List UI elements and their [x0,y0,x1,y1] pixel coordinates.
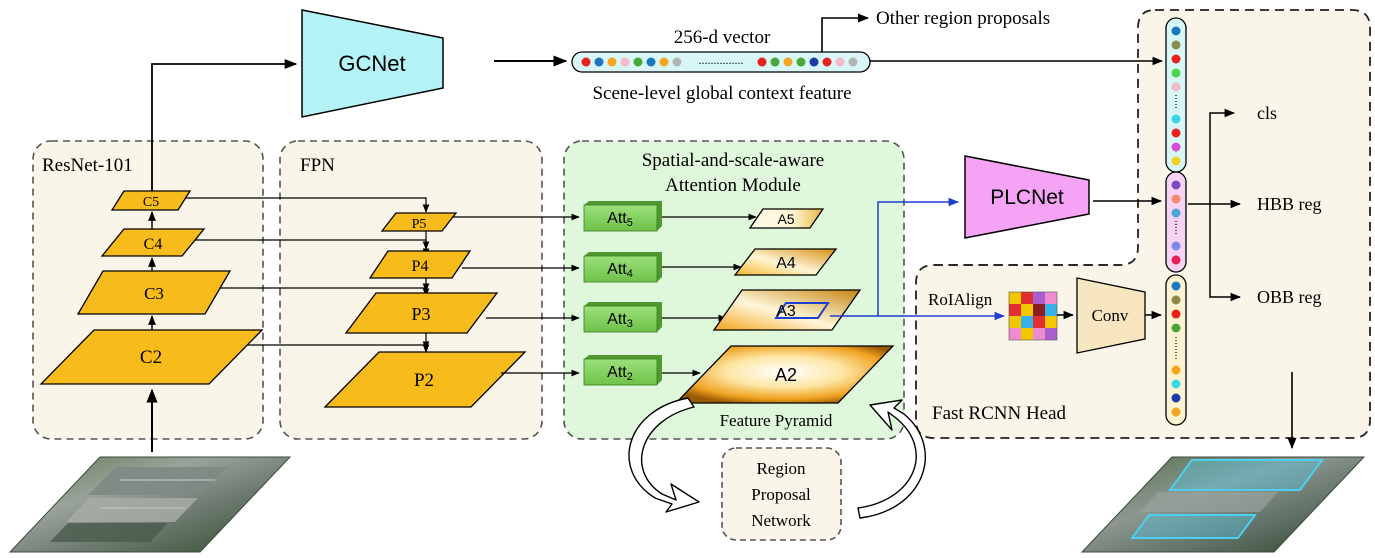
cls-label: cls [1257,103,1277,123]
a5-label: A5 [777,211,794,227]
att4-block: Att4 [583,252,662,283]
a2-label: A2 [775,365,797,385]
context-vector [571,51,871,73]
a3-block [712,289,862,331]
a3-roi-box [774,302,830,319]
to-cls-arrow [1209,108,1236,204]
c3-block [76,270,232,315]
a4-label: A4 [776,255,796,272]
output-aerial-image [1080,456,1366,553]
c4-label: C4 [144,236,163,253]
context-vector-ellipsis: ............... [699,53,744,67]
a5-block [748,208,825,229]
detected-ship-box-small [1130,514,1257,539]
rpn-line1: Region [756,459,806,478]
a4-block [733,248,838,276]
p2-label: P2 [414,370,434,391]
att5-label: Att5 [607,210,633,229]
c2-label: C2 [140,347,162,368]
att2-block: Att2 [583,355,662,386]
roi-feature-grid [1008,291,1058,341]
gcnet-label: GCNet [338,51,405,76]
c5-to-p5-arrow [186,197,430,213]
att4-label: Att4 [607,261,633,280]
c5-block [110,190,192,211]
resnet-title: ResNet-101 [42,155,133,176]
obb-label: OBB reg [1257,287,1322,307]
p2-block [323,351,527,408]
c2-block [39,329,264,385]
rpn-line3: Network [751,511,811,530]
other-proposals-label: Other region proposals [876,8,1050,29]
rpn-box [721,447,842,541]
c5-to-gcnet-arrow [151,58,298,191]
p4-label: P4 [412,258,429,275]
from-rpn-curved-arrow [857,399,927,519]
conv-block [1076,277,1146,354]
att5-block: Att5 [583,201,662,232]
p3-block [344,292,499,334]
input-aerial-image [8,456,292,553]
p5-label: P5 [412,217,427,232]
c3-label: C3 [144,284,164,303]
hbb-label: HBB reg [1257,194,1322,214]
c5-label: C5 [143,195,159,210]
attention-title-line2: Attention Module [665,175,801,196]
feature-pyramid-label: Feature Pyramid [720,411,833,430]
context-vector-dots-left [581,57,682,67]
p3-label: P3 [411,304,430,324]
roi-feature-column [1165,274,1187,426]
gcnet-block [301,9,444,118]
plcnet-block [964,155,1090,239]
head-title: Fast RCNN Head [932,403,1067,424]
vector-bottom-label: Scene-level global context feature [592,83,851,104]
a3-label: A3 [776,303,796,320]
att3-label: Att3 [607,311,633,330]
attention-title-line1: Spatial-and-scale-aware [642,150,825,171]
rpn-line2: Proposal [751,485,811,504]
roi-to-plcnet-link [830,197,960,317]
att2-label: Att2 [607,364,633,383]
fpn-title: FPN [300,155,335,176]
p5-block [380,212,458,232]
to-rpn-curved-arrow [628,397,700,513]
a2-block [674,345,895,404]
c4-block [100,228,206,257]
roialign-label: RoIAlign [928,290,993,309]
vector-top-label: 256-d vector [674,27,771,48]
context-vector-dots-right [757,57,858,67]
conv-label: Conv [1092,306,1129,325]
to-other-proposals-arrow [821,13,870,52]
global-context-feature-column [1165,17,1187,173]
p4-block [368,250,472,279]
att3-block: Att3 [583,302,662,333]
to-obb-arrow [1209,204,1242,302]
plcnet-label: PLCNet [990,186,1064,209]
local-context-feature-column [1165,171,1187,273]
detected-ship-box [1168,459,1324,491]
